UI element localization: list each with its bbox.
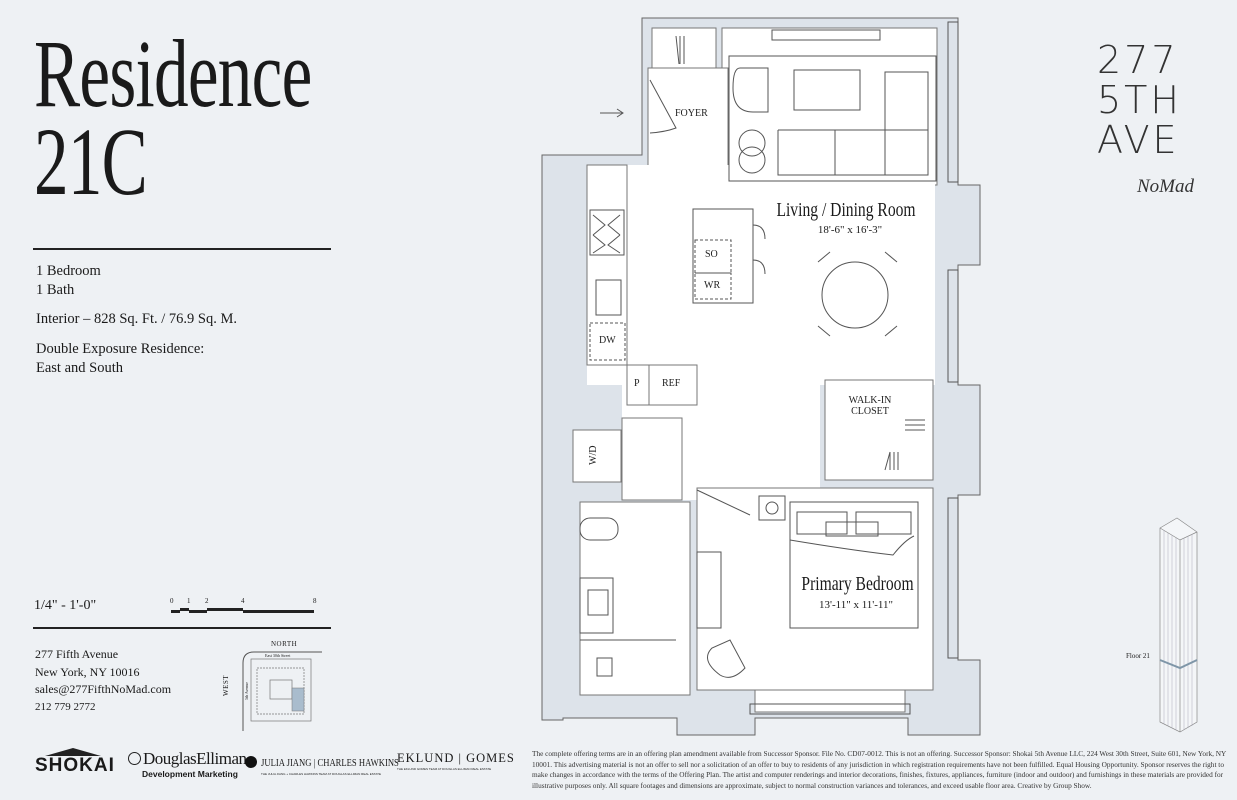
shokai-text: SHOKAI xyxy=(35,755,115,776)
toilet xyxy=(579,517,619,541)
bath-count: 1 Bath xyxy=(36,282,75,298)
floor-label: Floor 21 xyxy=(1126,652,1150,660)
brand-line-2: 5TH xyxy=(1097,78,1182,122)
legal-disclaimer: The complete offering terms are in an of… xyxy=(532,749,1227,790)
douglas-elliman-text: DouglasElliman xyxy=(143,749,247,768)
side-table xyxy=(738,129,766,157)
bathroom xyxy=(579,501,691,696)
media-console xyxy=(771,29,881,41)
interior-area: Interior – 828 Sq. Ft. / 76.9 Sq. M. xyxy=(36,311,237,327)
wine-refrigerator-label: WR xyxy=(704,280,721,291)
nightstand xyxy=(758,495,786,521)
bedroom-window-bay xyxy=(754,689,906,713)
north-label: NORTH xyxy=(271,640,298,648)
divider xyxy=(33,248,331,250)
phone-number[interactable]: 212 779 2772 xyxy=(35,700,96,713)
west-label: WEST xyxy=(222,674,230,696)
walk-in-closet-label: WALK-IN CLOSET xyxy=(848,395,892,417)
bedroom-door xyxy=(696,489,751,516)
living-rug xyxy=(728,55,937,182)
title-line-1: Residence xyxy=(34,20,312,127)
kitchen-sink xyxy=(595,279,622,316)
refrigerator-label: REF xyxy=(662,378,681,389)
brand-logo: 277 5TH AVE xyxy=(1097,40,1187,160)
exposure-line-1: Double Exposure Residence: xyxy=(36,341,205,357)
scale-tick: 2 xyxy=(205,597,209,605)
entry-door xyxy=(649,79,677,134)
living-area xyxy=(587,165,935,385)
scale-tick: 0 xyxy=(170,597,174,605)
street-north-label: East 30th Street xyxy=(265,653,291,658)
jiang-hawkins-logo: JULIA JIANG | CHARLES HAWKINS THE JULIA … xyxy=(245,753,430,776)
primary-bedroom-dimensions: 13'-11" x 11'-11" xyxy=(818,599,894,611)
scale-tick: 1 xyxy=(187,597,191,605)
douglas-elliman-logo: DouglasElliman Development Marketing xyxy=(128,749,247,779)
scale-tick: 4 xyxy=(241,597,245,605)
brand-line-1: 277 xyxy=(1097,38,1179,82)
armchair xyxy=(732,67,769,113)
residence-title: Residence 21C xyxy=(34,20,312,215)
email-link[interactable]: sales@277FifthNoMad.com xyxy=(35,682,172,696)
bedroom-chair xyxy=(707,639,746,678)
contact-block: 277 Fifth Avenue New York, NY 10016 sale… xyxy=(35,646,171,716)
hall-left xyxy=(621,417,683,501)
vanity xyxy=(579,577,614,634)
washer-dryer-label: W/D xyxy=(588,445,599,465)
dining-table xyxy=(821,261,889,329)
cooktop xyxy=(589,209,625,256)
hall xyxy=(622,385,820,500)
divider xyxy=(33,627,331,629)
address-line-2: New York, NY 10016 xyxy=(35,664,140,679)
unit-summary: 1 Bedroom 1 Bath xyxy=(36,262,101,300)
primary-bedroom-label: Primary Bedroom xyxy=(801,573,914,595)
eklund-gomes-subtitle: THE EKLUND GOMES TEAM AT DOUGLAS ELLIMAN… xyxy=(397,767,492,771)
jiang-hawkins-text: JULIA JIANG | CHARLES HAWKINS xyxy=(261,758,400,769)
eklund-gomes-text: EKLUND | GOMES xyxy=(397,751,515,765)
living-dining-dimensions: 18'-6" x 16'-3" xyxy=(817,224,883,236)
exterior-walls xyxy=(541,17,981,736)
bedroom-count: 1 Bedroom xyxy=(36,263,101,279)
exposure: Double Exposure Residence: East and Sout… xyxy=(36,340,204,378)
address-line-1: 277 Fifth Avenue xyxy=(35,647,119,661)
entry-arrow xyxy=(600,108,624,118)
living-dining-label: Living / Dining Room xyxy=(776,199,916,221)
living-top xyxy=(721,27,938,186)
shokai-logo: SHOKAI xyxy=(35,748,115,777)
street-west-label: 5th Avenue xyxy=(244,681,249,700)
douglas-elliman-subtitle: Development Marketing xyxy=(142,769,238,779)
pantry-label: P xyxy=(634,378,640,389)
foyer-closet xyxy=(651,27,717,69)
scale-tick: 8 xyxy=(313,597,317,605)
coffee-table xyxy=(793,69,861,111)
shower-valve xyxy=(596,657,613,677)
eklund-gomes-logo: EKLUND | GOMES THE EKLUND GOMES TEAM AT … xyxy=(397,751,515,771)
island xyxy=(692,208,754,304)
dishwasher-label: DW xyxy=(599,335,616,346)
sectional-sofa xyxy=(777,71,929,176)
exposure-line-2: East and South xyxy=(36,360,123,376)
scale-label: 1/4" - 1'-0" xyxy=(34,598,97,613)
neighborhood-label: NoMad xyxy=(1137,176,1194,197)
foyer-label: FOYER xyxy=(675,108,708,119)
dresser xyxy=(696,551,722,629)
brand-line-3: AVE xyxy=(1097,118,1180,162)
title-line-2: 21C xyxy=(34,108,148,215)
steam-oven-label: SO xyxy=(705,249,718,260)
jiang-hawkins-subtitle: THE JULIA JIANG + CHARLES HAWKINS TEAM A… xyxy=(261,772,381,776)
